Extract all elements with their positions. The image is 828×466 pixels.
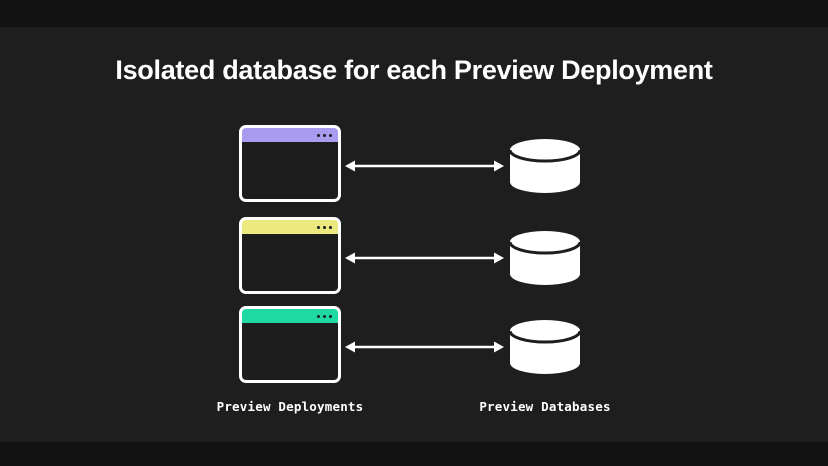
window-titlebar [242, 220, 338, 234]
letterbox-bottom [0, 442, 828, 466]
database-cylinder-icon [508, 139, 582, 193]
three-dots-icon [317, 314, 332, 318]
column-label-preview-databases: Preview Databases [479, 399, 611, 414]
browser-window-icon [239, 306, 341, 383]
column-label-preview-deployments: Preview Deployments [216, 399, 364, 414]
slide-title: Isolated database for each Preview Deplo… [115, 55, 713, 85]
browser-window-icon [239, 125, 341, 202]
diagram-row-1 [0, 125, 828, 205]
database-cylinder-icon [508, 231, 582, 285]
window-titlebar [242, 128, 338, 142]
diagram-row-3 [0, 306, 828, 386]
window-titlebar [242, 309, 338, 323]
letterbox-top [0, 0, 828, 27]
window-body [242, 142, 338, 199]
browser-window-icon [239, 217, 341, 294]
three-dots-icon [317, 133, 332, 137]
three-dots-icon [317, 225, 332, 229]
window-body [242, 323, 338, 380]
database-cylinder-icon [508, 320, 582, 374]
double-headed-arrow-icon [345, 252, 504, 264]
double-headed-arrow-icon [345, 160, 504, 172]
double-headed-arrow-icon [345, 341, 504, 353]
diagram-row-2 [0, 217, 828, 297]
window-body [242, 234, 338, 291]
